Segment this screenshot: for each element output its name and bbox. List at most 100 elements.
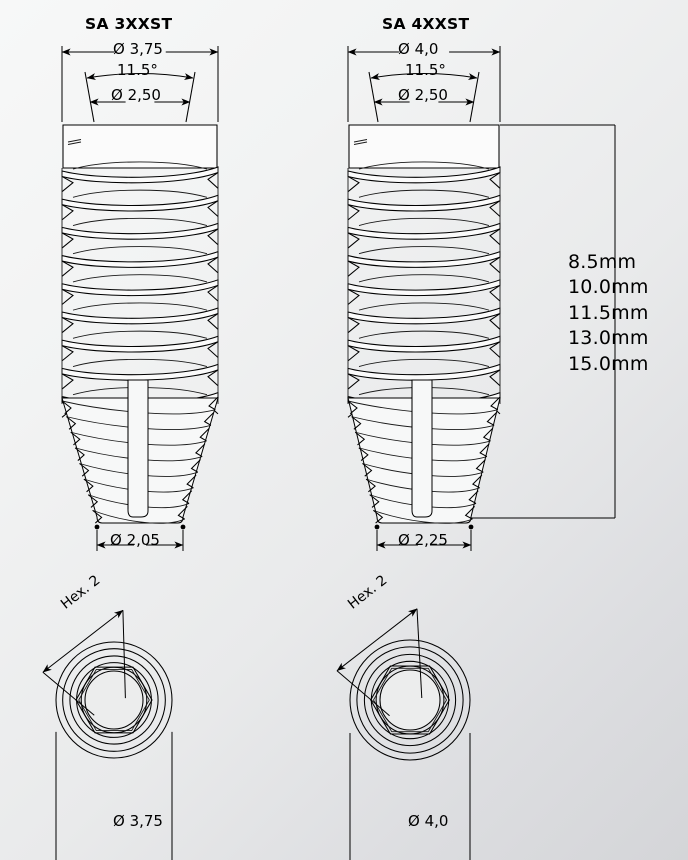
implant-left-thread-flank-r — [207, 228, 219, 246]
implant-left-apex-tooth-l — [61, 400, 72, 415]
implant-right-thread-flank-l — [347, 232, 360, 249]
implant-right-thread-crest — [347, 166, 501, 184]
implant-left-thread-crest — [61, 222, 219, 240]
implant-left-apex-tooth-l — [66, 416, 77, 430]
implant-left-thread-flank-l — [61, 176, 74, 193]
apex-diameter-right: Ø 2,25 — [398, 531, 448, 549]
implant-left-apex-tooth-r — [208, 396, 219, 411]
implant-left-apex-tooth-l — [92, 509, 103, 524]
implant-right-thread-root — [358, 217, 490, 226]
implant-right-collar-mark2 — [353, 141, 368, 145]
implant-left-apex-tooth-r — [186, 474, 197, 489]
length-option: 10.0mm — [568, 276, 649, 299]
implant-left-thread-crest — [61, 279, 219, 297]
implant-left-thread-flank-r — [207, 256, 219, 274]
implant-right-apex-tooth-r — [479, 443, 490, 458]
section-left-hex-dim — [42, 609, 124, 673]
implant-left-thread-crest — [61, 335, 219, 353]
implant-left-thread-crest — [61, 250, 219, 268]
implant-title-right: SA 4XXST — [382, 15, 470, 33]
implant-right-apex-tooth-r — [472, 474, 483, 489]
implant-left-thread-crest — [61, 194, 219, 212]
implant-left-apex-dot-r — [180, 524, 186, 530]
implant-left-thread-crest — [61, 166, 219, 184]
implant-right-thread-flank-r — [489, 200, 501, 217]
implant-left-apex-tooth-r — [203, 412, 214, 426]
implant-left-thread-root — [72, 246, 208, 255]
implant-right-thread-crest — [347, 363, 501, 381]
implant-left-thread-crest — [61, 363, 219, 381]
section-diameter-left: Ø 3,75 — [113, 812, 163, 830]
implant-left-apex-ring — [92, 509, 185, 524]
implant-left-thread-root — [72, 358, 208, 367]
implant-right-apex-tooth-r — [486, 412, 497, 426]
implant-left-thread-flank-r — [207, 284, 219, 302]
implant-right-thread-crest — [347, 222, 501, 240]
implant-left-apex-tooth-r — [195, 443, 206, 458]
implant-left-angle-arc — [86, 73, 194, 81]
implant-right-taper-l — [368, 71, 379, 123]
implant-left-thread-flank-l — [61, 317, 74, 334]
implant-left-apex-tooth-l — [83, 478, 94, 493]
implant-left-apex-tooth-l — [74, 447, 85, 461]
implant-right-apex-tooth-r — [490, 396, 501, 411]
implant-right-apex-dot-l — [374, 524, 380, 530]
implant-left-thread-flank-l — [61, 204, 74, 221]
implant-left-apex-tooth-r — [177, 506, 188, 520]
length-option: 15.0mm — [568, 352, 649, 375]
implant-right-apex-tooth-l — [351, 416, 362, 430]
hex-inner-section-right — [372, 667, 448, 733]
implant-right-apex-tooth-l — [347, 400, 358, 415]
implant-right-apex-tooth-l — [362, 463, 373, 477]
implant-right-apex-tooth-r — [482, 427, 494, 442]
section-left-hex-ext-r — [122, 610, 126, 699]
implant-right-apex-tooth-l — [354, 431, 366, 446]
implant-right-thread-root — [358, 246, 490, 255]
implant-left-thread-crest — [61, 307, 219, 325]
implant-left-taper-l — [84, 71, 95, 123]
implant-left-apex-tooth-l — [79, 463, 90, 477]
length-option: 11.5mm — [568, 301, 649, 324]
implant-right-thread-flank-r — [489, 228, 501, 246]
implant-right-thread-flank-l — [347, 288, 360, 305]
implant-right-apex-dot-r — [468, 524, 474, 530]
implant-right-apex-tooth-l — [365, 478, 376, 493]
implant-left-thread-flank-r — [207, 172, 219, 189]
section-right-bore — [379, 669, 441, 731]
implant-left-thread-flank-r — [207, 341, 219, 358]
implant-right-apex-tooth-l — [358, 447, 369, 461]
implant-left-thread-flank-l — [61, 373, 74, 390]
implant-right-thread-flank-l — [347, 204, 360, 221]
implant-left-thread-root — [72, 274, 208, 283]
platform-diameter-right: Ø 4,0 — [398, 40, 439, 58]
implant-right-angle-arc — [370, 73, 478, 81]
platform-diameter-left: Ø 3,75 — [113, 40, 163, 58]
section-left-hex-ext-l — [42, 671, 95, 716]
implant-right-thread-root — [358, 358, 490, 367]
apex-diameter-left: Ø 2,05 — [110, 531, 160, 549]
implant-right-thread-flank-r — [489, 341, 501, 358]
implant-right-thread-flank-r — [489, 313, 501, 330]
implant-left-thread-root — [72, 161, 208, 170]
implant-right-collar-mark — [353, 139, 368, 143]
implant-right-thread-flank-l — [347, 345, 360, 362]
implant-right-apex-tooth-r — [475, 459, 486, 473]
implant-left-thread-flank-l — [61, 260, 74, 277]
implant-right-apex-tooth-r — [468, 490, 479, 504]
implant-right-taper-r — [469, 71, 480, 123]
implant-right-thread-flank-r — [489, 256, 501, 274]
length-option: 8.5mm — [568, 251, 637, 273]
implant-right-thread-flank-l — [347, 373, 360, 390]
implant-left-apex-tooth-r — [190, 459, 201, 473]
implant-right-thread-crest — [347, 279, 501, 297]
implant-right-thread-flank-r — [489, 172, 501, 189]
section-right-hex-ext-r — [416, 608, 423, 699]
implant-right-thread-crest — [347, 335, 501, 353]
implant-left-cutting-flute — [127, 379, 149, 518]
section-diameter-left-value: Ø 3,75 — [113, 812, 163, 830]
implant-right-thread-flank-l — [347, 176, 360, 193]
implant-right-thread-root — [358, 330, 490, 339]
implant-left-apex-tooth-r — [181, 490, 193, 504]
section-left-bore — [84, 670, 144, 730]
